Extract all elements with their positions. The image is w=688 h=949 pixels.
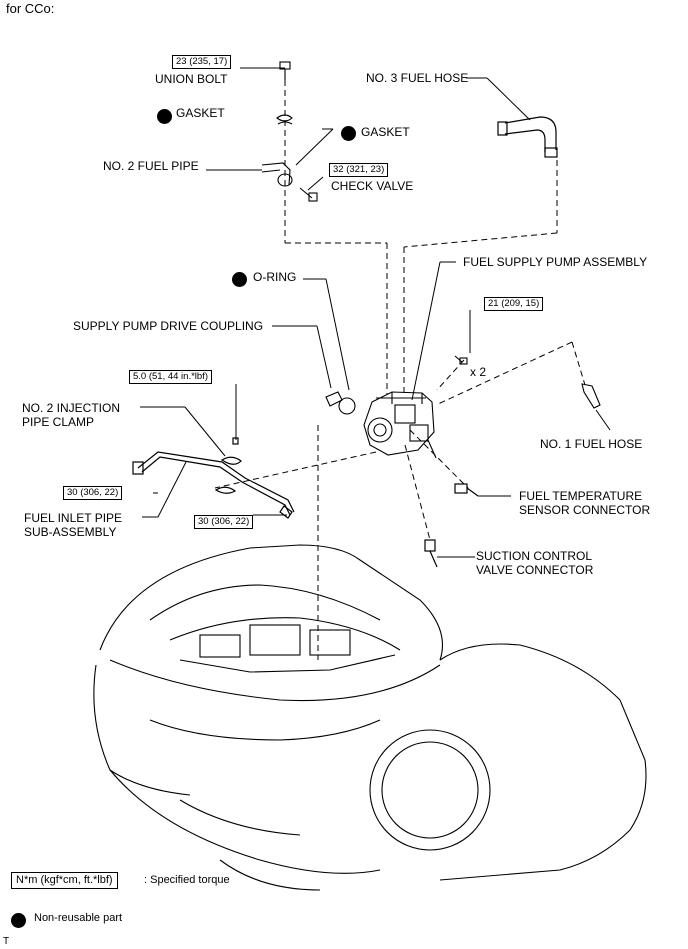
label-no2-fuel-pipe: NO. 2 FUEL PIPE — [103, 159, 199, 173]
torque-union-bolt: 23 (235, 17) — [172, 55, 232, 69]
label-union-bolt: UNION BOLT — [155, 72, 228, 86]
label-fuel-inlet-pipe-sub-assembly: FUEL INLET PIPE SUB-ASSEMBLY — [24, 511, 123, 539]
label-check-valve: CHECK VALVE — [331, 179, 414, 193]
legend-torque-text: : Specified torque — [144, 874, 230, 886]
nonreusable-marker-gasket-1 — [157, 109, 172, 124]
torque-check-valve: 32 (321, 23) — [329, 163, 389, 177]
legend-nonreusable-text: Non-reusable part — [34, 912, 123, 924]
label-no1-fuel-hose: NO. 1 FUEL HOSE — [540, 437, 643, 451]
torque-clamp-bolt: 5.0 (51, 44 in.*lbf) — [129, 370, 212, 384]
nonreusable-marker-o-ring — [232, 272, 247, 287]
label-fuel-temperature-sensor-connector: FUEL TEMPERATURE SENSOR CONNECTOR — [519, 489, 651, 517]
legend-nonreusable-marker — [11, 913, 26, 928]
label-gasket-2: GASKET — [361, 125, 410, 139]
label-gasket-1: GASKET — [176, 106, 225, 120]
figure-code: T — [3, 936, 10, 947]
label-o-ring: O-RING — [253, 270, 297, 284]
torque-inlet-pipe-left: 30 (306, 22) — [63, 486, 123, 500]
label-x2: x 2 — [470, 365, 487, 379]
label-no2-injection-pipe-clamp: NO. 2 INJECTION PIPE CLAMP — [22, 401, 121, 429]
label-fuel-supply-pump-assembly: FUEL SUPPLY PUMP ASSEMBLY — [463, 255, 648, 269]
legend-torque-box: N*m (kgf*cm, ft.*lbf) — [11, 872, 118, 889]
label-suction-control-valve-connector: SUCTION CONTROL VALVE CONNECTOR — [476, 549, 594, 577]
torque-pump-bolt: 21 (209, 15) — [484, 297, 544, 311]
nonreusable-marker-gasket-2 — [341, 126, 356, 141]
label-supply-pump-drive-coupling: SUPPLY PUMP DRIVE COUPLING — [73, 319, 264, 333]
torque-inlet-pipe-right: 30 (306, 22) — [194, 515, 254, 529]
page-title: for CCo: — [6, 1, 55, 16]
label-no3-fuel-hose: NO. 3 FUEL HOSE — [366, 71, 469, 85]
